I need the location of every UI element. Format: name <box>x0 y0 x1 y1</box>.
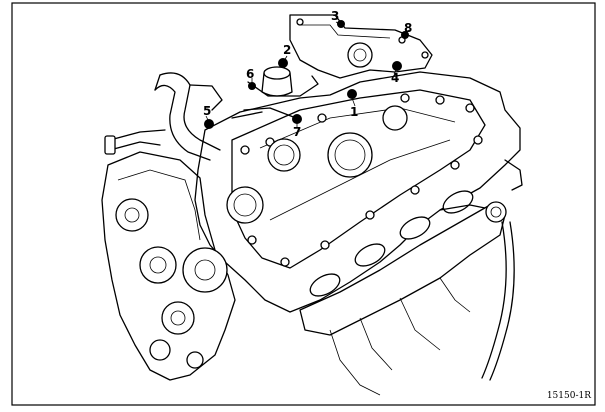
callout-marks <box>204 20 409 129</box>
callout-2: 2 <box>283 43 291 57</box>
reference-code: 15150-1R <box>546 391 591 401</box>
leader-lines <box>205 21 410 128</box>
callout-6: 6 <box>246 67 254 81</box>
engine-block <box>194 71 521 313</box>
top-bracket <box>289 14 433 79</box>
diagram-border <box>11 2 596 406</box>
callout-3: 3 <box>331 9 339 23</box>
timing-cover <box>101 151 236 381</box>
callout-4: 4 <box>391 71 399 85</box>
intake-manifold <box>299 190 506 396</box>
plug-wells <box>226 105 408 224</box>
coolant-hose <box>104 72 223 161</box>
callout-7: 7 <box>293 125 301 139</box>
callout-8: 8 <box>404 21 412 35</box>
breather-housing <box>231 66 319 119</box>
callout-labels: 1 2 3 4 5 6 7 8 <box>203 9 412 139</box>
vacuum-hose <box>439 159 523 381</box>
cover-bolts <box>235 93 483 267</box>
callout-5: 5 <box>203 104 211 118</box>
callout-1: 1 <box>350 105 358 119</box>
